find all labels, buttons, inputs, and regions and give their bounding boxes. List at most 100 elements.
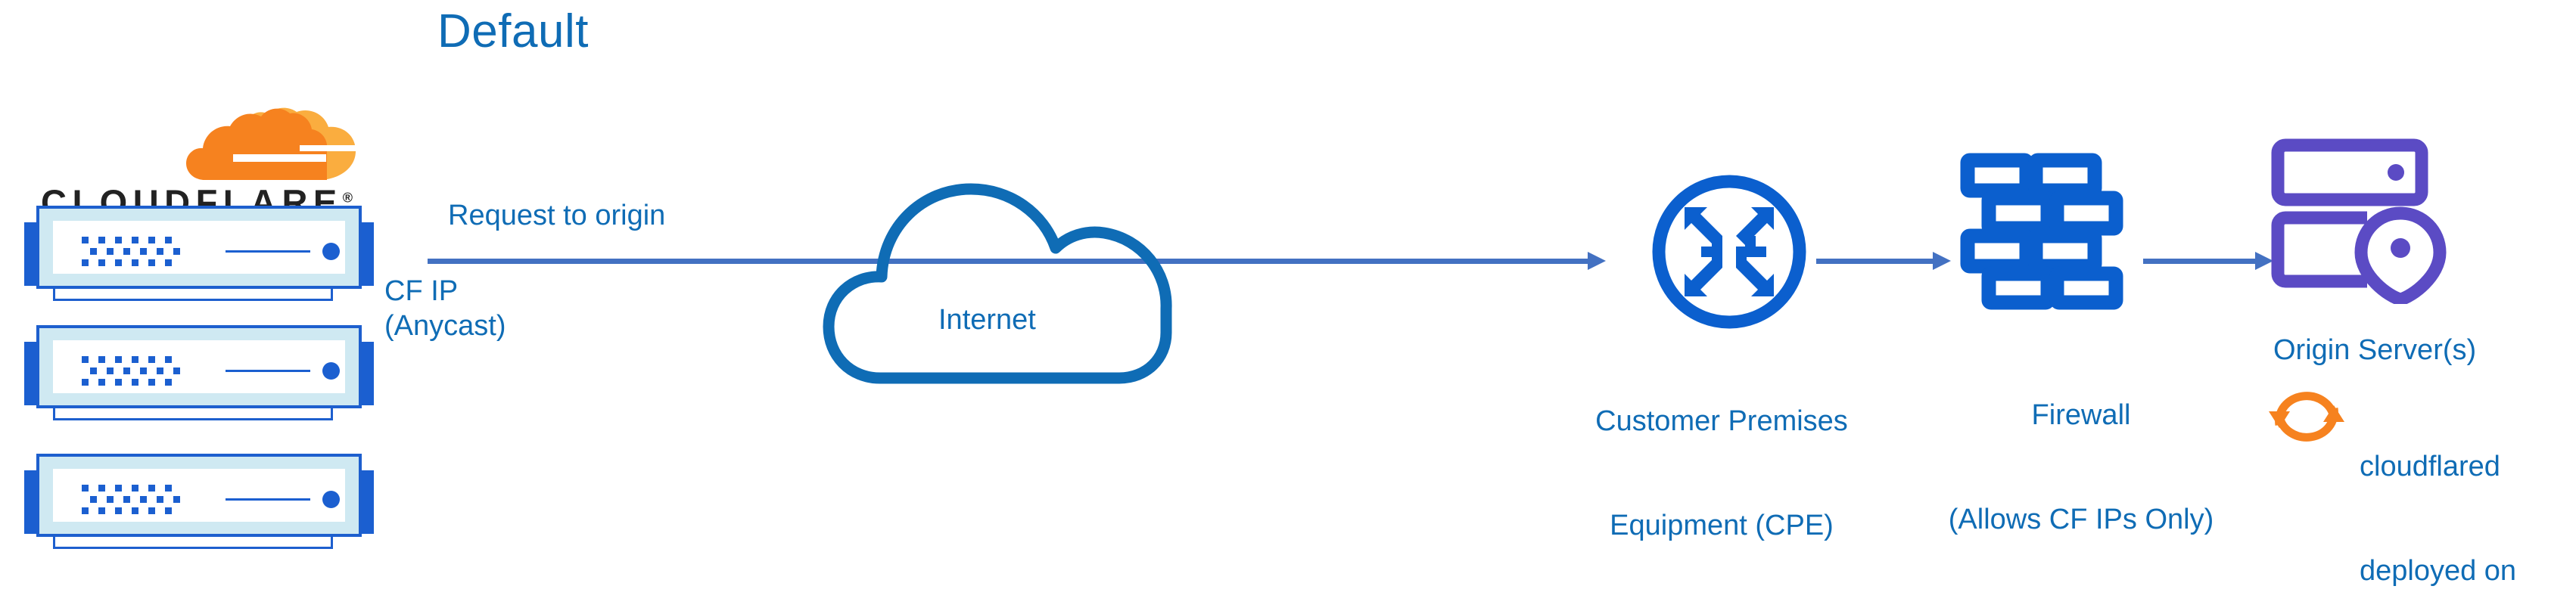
cloud-icon xyxy=(821,106,1290,386)
label-cloudflared-line2: deployed on xyxy=(2360,555,2517,587)
server-vent-dot xyxy=(123,367,130,374)
server-vent-dot xyxy=(90,367,97,374)
label-cpe-line1: Customer Premises xyxy=(1595,405,1848,437)
server-vent-dot xyxy=(98,507,105,514)
label-firewall-line1: Firewall xyxy=(2031,399,2131,431)
server-vent-dot xyxy=(123,496,130,503)
server-side-tab-left xyxy=(24,222,39,286)
server-vent-dot xyxy=(98,259,105,266)
server-status-line xyxy=(226,250,310,253)
server-chassis xyxy=(36,206,362,289)
server-side-tab-right xyxy=(359,222,374,286)
server-status-dot xyxy=(322,243,340,260)
server-vent-dot xyxy=(148,237,155,243)
server-vent-dot xyxy=(140,248,147,255)
server-chassis xyxy=(36,325,362,408)
server-side-tab-left xyxy=(24,470,39,534)
server-vent-dot xyxy=(165,259,172,266)
cloudflare-server-unit-2 xyxy=(24,325,374,422)
label-cloudflared-line1: cloudflared xyxy=(2360,451,2500,482)
server-vent-dot xyxy=(115,259,122,266)
server-vent-dot xyxy=(90,248,97,255)
server-vent-dot xyxy=(82,379,89,386)
server-status-dot xyxy=(322,491,340,508)
label-cf-ip-line2: (Anycast) xyxy=(384,310,506,342)
server-faceplate xyxy=(53,469,345,522)
server-chassis xyxy=(36,454,362,537)
server-status-line xyxy=(226,370,310,372)
arrow-firewall-to-origin xyxy=(2143,246,2273,276)
label-firewall-line2: (Allows CF IPs Only) xyxy=(1948,504,2214,535)
label-cf-ip-line1: CF IP xyxy=(384,275,459,307)
arrow-shaft xyxy=(1816,259,1934,264)
label-origin-server: Origin Server(s) xyxy=(2273,334,2477,366)
server-vent-dot xyxy=(132,259,138,266)
arrow-shaft xyxy=(2143,259,2257,264)
server-status-dot xyxy=(322,362,340,380)
server-vent-dot xyxy=(132,237,138,243)
label-firewall: Firewall (Allows CF IPs Only) xyxy=(1915,328,2248,606)
server-vent-dot xyxy=(157,367,163,374)
server-vent-dot xyxy=(82,507,89,514)
registered-trademark-symbol: ® xyxy=(342,190,353,206)
server-vent-dot xyxy=(173,496,180,503)
server-vent-dot xyxy=(98,356,105,363)
server-vent-dot xyxy=(132,485,138,492)
server-faceplate xyxy=(53,221,345,274)
server-vent-dot xyxy=(148,379,155,386)
server-vent-dot xyxy=(140,367,147,374)
label-cpe: Customer Premises Equipment (CPE) xyxy=(1551,334,1892,612)
server-vent-dot xyxy=(132,356,138,363)
server-vent-dot xyxy=(173,367,180,374)
arrow-cpe-to-firewall xyxy=(1816,246,1951,276)
server-vent-dot xyxy=(132,379,138,386)
server-vent-dot xyxy=(157,248,163,255)
server-vent-dot xyxy=(115,237,122,243)
server-vent-dot xyxy=(107,248,114,255)
arrow-shaft xyxy=(428,259,1589,264)
server-vent-dot xyxy=(173,248,180,255)
server-vent-dot xyxy=(165,237,172,243)
arrow-head xyxy=(1588,252,1606,270)
cloudflare-cloud-logo-icon xyxy=(186,107,360,183)
server-vent-dot xyxy=(165,356,172,363)
cloudflare-server-unit-3 xyxy=(24,454,374,550)
sync-circular-arrows-icon xyxy=(2264,375,2349,454)
server-vent-dot xyxy=(148,485,155,492)
server-rack-location-pin-icon xyxy=(2270,138,2452,306)
page-title: Default xyxy=(437,5,589,57)
server-vent-dot xyxy=(148,356,155,363)
server-vent-dot xyxy=(98,379,105,386)
router-converging-arrows-icon xyxy=(1650,172,1809,331)
brick-wall-icon xyxy=(1958,151,2125,310)
server-vent-dot xyxy=(140,496,147,503)
server-vent-grid xyxy=(82,485,189,514)
server-side-tab-right xyxy=(359,342,374,405)
arrow-edge-to-cpe xyxy=(428,246,1606,276)
server-side-tab-left xyxy=(24,342,39,405)
server-side-tab-right xyxy=(359,470,374,534)
server-vent-dot xyxy=(165,507,172,514)
cloudflare-brand-lockup: CLOUDFLARE® xyxy=(36,107,362,222)
server-vent-dot xyxy=(165,379,172,386)
label-cpe-line2: Equipment (CPE) xyxy=(1610,510,1834,541)
server-vent-dot xyxy=(115,507,122,514)
server-vent-dot xyxy=(115,356,122,363)
server-status-line xyxy=(226,498,310,501)
server-vent-dot xyxy=(107,496,114,503)
server-vent-dot xyxy=(148,259,155,266)
server-vent-grid xyxy=(82,237,189,266)
server-vent-grid xyxy=(82,356,189,386)
server-vent-dot xyxy=(82,485,89,492)
server-vent-dot xyxy=(115,379,122,386)
server-vent-dot xyxy=(148,507,155,514)
label-cloudflared-note: cloudflared deployed on servers xyxy=(2360,380,2516,614)
server-vent-dot xyxy=(123,248,130,255)
server-faceplate xyxy=(53,340,345,393)
server-vent-dot xyxy=(107,367,114,374)
label-request-to-origin: Request to origin xyxy=(448,200,666,231)
arrow-head xyxy=(2255,252,2273,270)
server-vent-dot xyxy=(157,496,163,503)
server-vent-dot xyxy=(132,507,138,514)
